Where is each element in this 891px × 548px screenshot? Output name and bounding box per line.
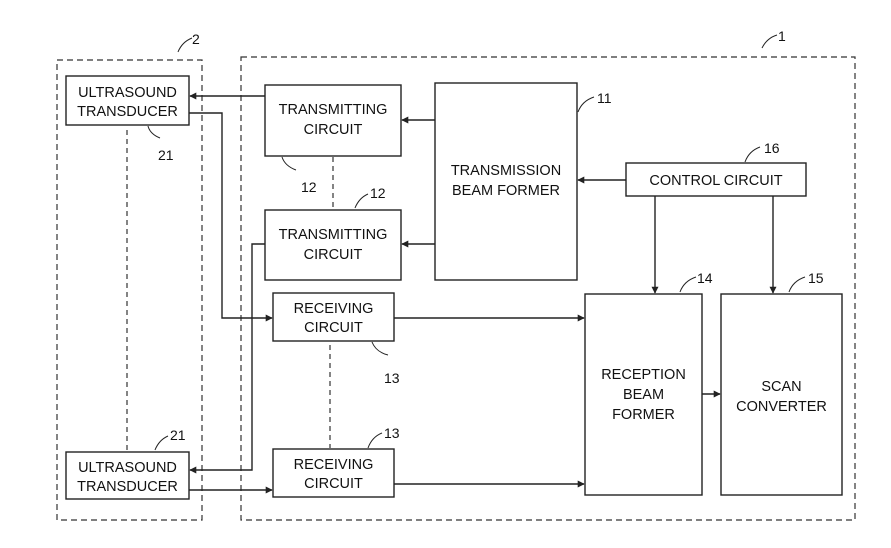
ultrasound-transducer-top: ULTRASOUND TRANSDUCER xyxy=(66,76,189,125)
transmitting-circuit-2: TRANSMITTING CIRCUIT xyxy=(265,210,401,280)
transmission-beam-former: TRANSMISSION BEAM FORMER xyxy=(435,83,577,280)
transducer-top-ref: 21 xyxy=(158,147,174,163)
tx-circuit-2-line-1: TRANSMITTING xyxy=(279,227,388,243)
receiving-circuit-2: RECEIVING CIRCUIT xyxy=(273,449,394,497)
rx-beamformer-line-2: BEAM xyxy=(623,387,664,403)
transducer-bottom-line-1: ULTRASOUND xyxy=(78,460,177,476)
tx-beamformer-line-1: TRANSMISSION xyxy=(451,163,561,179)
control-circuit: CONTROL CIRCUIT xyxy=(626,163,806,196)
scan-converter-line-1: SCAN xyxy=(761,379,801,395)
tx-beamformer-ref: 11 xyxy=(597,90,612,106)
scan-converter-ref-leader xyxy=(789,277,805,292)
rx-circuit-1-ref-leader xyxy=(372,342,388,355)
scan-converter-line-2: CONVERTER xyxy=(736,399,827,415)
tx-beamformer-ref-leader xyxy=(578,97,594,112)
tx-circuit-1-ref-leader xyxy=(282,157,296,170)
main-group-ref-leader xyxy=(762,35,777,48)
tx-beamformer-line-2: BEAM FORMER xyxy=(452,183,560,199)
rx-circuit-2-line-2: CIRCUIT xyxy=(304,476,363,492)
reception-beam-former: RECEPTION BEAM FORMER xyxy=(585,294,702,495)
rx-circuit-1-ref: 13 xyxy=(384,370,400,386)
ultrasound-transducer-bottom: ULTRASOUND TRANSDUCER xyxy=(66,452,189,499)
tx-circuit-2-line-2: CIRCUIT xyxy=(304,247,363,263)
control-ref-leader xyxy=(745,147,760,162)
probe-group-ref-leader xyxy=(178,38,192,52)
rx-beamformer-line-1: RECEPTION xyxy=(601,367,686,383)
rx-circuit-2-ref: 13 xyxy=(384,425,400,441)
transducer-bottom-ref: 21 xyxy=(170,427,186,443)
probe-group-ref: 2 xyxy=(192,31,200,47)
rx-circuit-2-line-1: RECEIVING xyxy=(294,457,374,473)
tx-circuit-1-line-2: CIRCUIT xyxy=(304,122,363,138)
probe-group-box xyxy=(57,60,202,520)
rx-circuit-2-ref-leader xyxy=(368,433,382,448)
transmitting-circuit-1: TRANSMITTING CIRCUIT xyxy=(265,85,401,156)
rx-beamformer-ref: 14 xyxy=(697,270,713,286)
rx-circuit-1-line-1: RECEIVING xyxy=(294,301,374,317)
scan-converter-ref: 15 xyxy=(808,270,824,286)
rx-beamformer-line-3: FORMER xyxy=(612,407,675,423)
tx-circuit-2-ref-leader xyxy=(355,194,368,208)
tx-circuit-1-ref: 12 xyxy=(301,179,317,195)
tx2-to-transducer-bottom-arrow xyxy=(190,244,265,470)
transducer-top-line-2: TRANSDUCER xyxy=(77,104,178,120)
main-group-ref: 1 xyxy=(778,28,786,44)
scan-converter: SCAN CONVERTER xyxy=(721,294,842,495)
transducer-top-line-1: ULTRASOUND xyxy=(78,85,177,101)
tx-circuit-2-ref: 12 xyxy=(370,185,386,201)
transducer-top-ref-leader xyxy=(148,126,160,138)
transducer-bottom-line-2: TRANSDUCER xyxy=(77,479,178,495)
transducer-bottom-ref-leader xyxy=(155,436,168,450)
control-circuit-label: CONTROL CIRCUIT xyxy=(649,173,782,189)
control-ref: 16 xyxy=(764,140,780,156)
receiving-circuit-1: RECEIVING CIRCUIT xyxy=(273,293,394,341)
rx-beamformer-ref-leader xyxy=(680,277,696,292)
rx-circuit-1-line-2: CIRCUIT xyxy=(304,320,363,336)
tx-circuit-1-line-1: TRANSMITTING xyxy=(279,102,388,118)
